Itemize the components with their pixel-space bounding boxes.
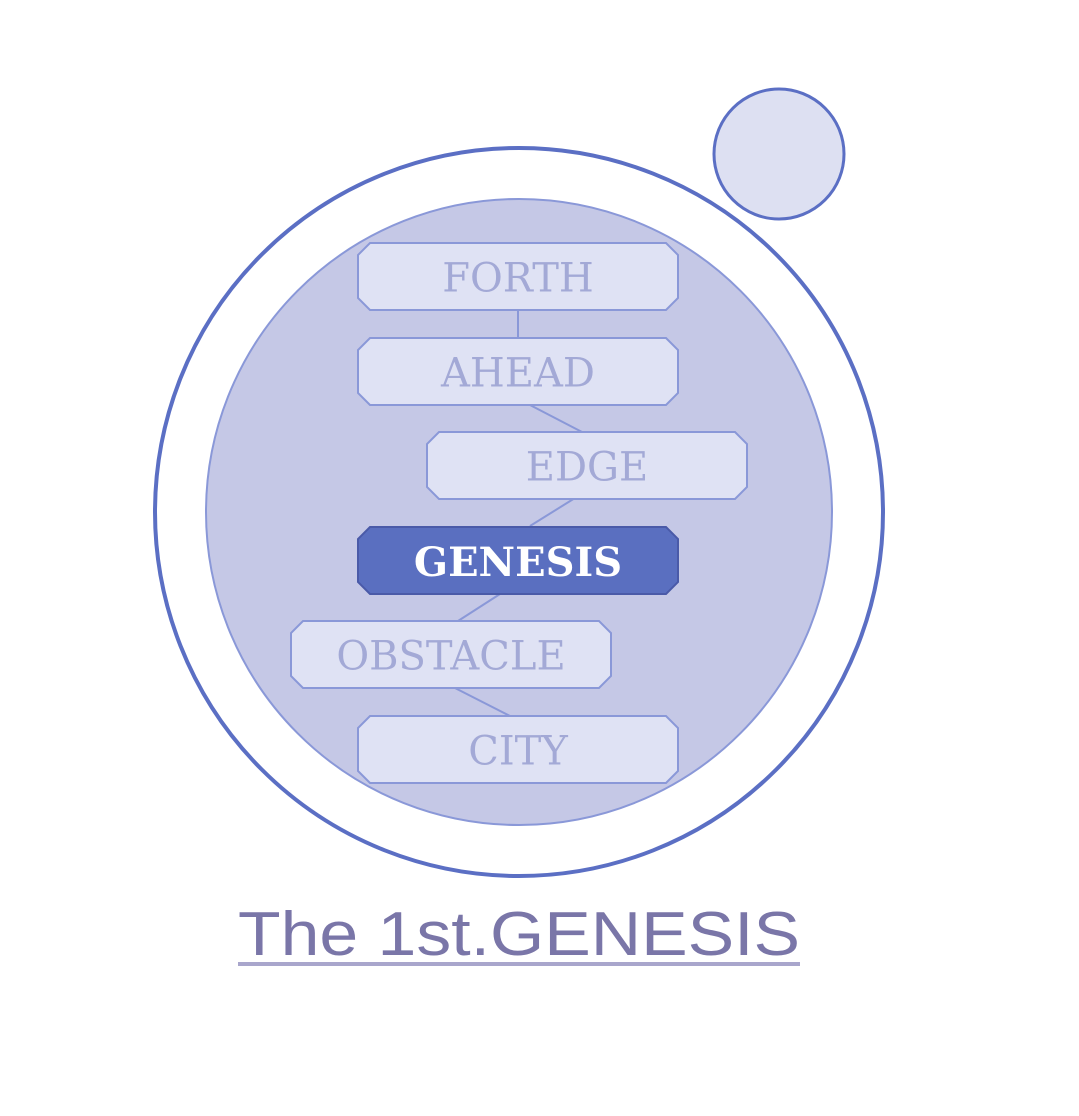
connectors <box>454 310 583 717</box>
step-ahead: AHEAD <box>357 337 679 406</box>
step-obstacle: OBSTACLE <box>290 620 612 689</box>
step-label: AHEAD <box>440 351 595 397</box>
diagram-title: The 1st.GENESIS <box>238 900 800 969</box>
step-box <box>426 431 748 500</box>
step-box <box>357 526 679 595</box>
step-label: EDGE <box>526 445 648 491</box>
step-genesis: GENESIS <box>357 526 679 595</box>
step-box <box>357 242 679 311</box>
title-underline <box>238 962 800 966</box>
step-city: CITY <box>357 715 679 784</box>
step-edge: EDGE <box>426 431 748 500</box>
step-forth: FORTH <box>357 242 679 311</box>
step-box <box>357 337 679 406</box>
small-circle <box>712 87 846 221</box>
step-label: FORTH <box>442 256 594 302</box>
step-label: GENESIS <box>414 539 622 586</box>
step-label: CITY <box>468 729 568 775</box>
step-label: OBSTACLE <box>336 634 565 680</box>
step-box <box>357 715 679 784</box>
step-box <box>290 620 612 689</box>
